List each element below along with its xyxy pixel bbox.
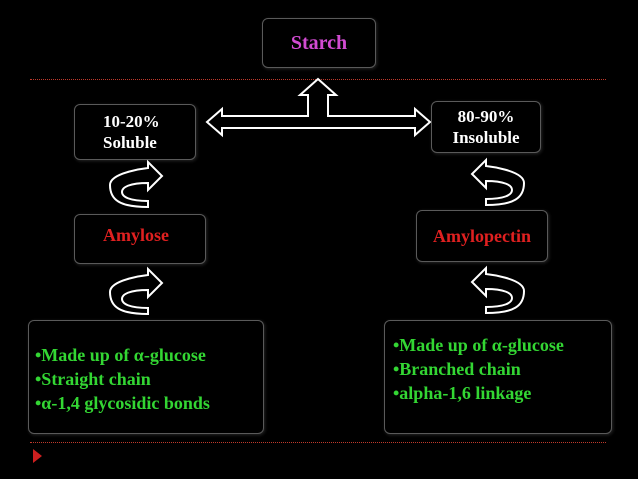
right-percent: 80-90% xyxy=(457,107,515,126)
amylose-property: •Made up of α-glucose xyxy=(35,345,206,365)
amylopectin-property: •Made up of α-glucose xyxy=(393,335,564,355)
amylose-label: Amylose xyxy=(103,225,169,245)
left-solubility: Soluble xyxy=(103,133,157,152)
curved-arrow-icon xyxy=(108,266,164,316)
starch-box: Starch xyxy=(262,18,376,68)
starch-label: Starch xyxy=(290,31,348,54)
curved-arrow-icon xyxy=(470,265,526,315)
amylopectin-properties-box: •Made up of α-glucose •Branched chain •a… xyxy=(384,320,612,434)
amylose-box: Amylose xyxy=(74,214,206,264)
amylopectin-property: •Branched chain xyxy=(393,359,521,379)
right-percent-box: 80-90% Insoluble xyxy=(431,101,541,153)
triangle-bullet-icon xyxy=(33,449,42,463)
amylopectin-box: Amylopectin xyxy=(416,210,548,262)
left-percent-box: 10-20% Soluble xyxy=(74,104,196,160)
bottom-divider xyxy=(30,442,606,443)
amylose-properties-box: •Made up of α-glucose •Straight chain •α… xyxy=(28,320,264,434)
amylopectin-label: Amylopectin xyxy=(433,225,531,246)
amylose-property: •Straight chain xyxy=(35,369,151,389)
double-arrow-icon xyxy=(205,77,432,138)
left-percent: 10-20% xyxy=(103,112,160,131)
right-solubility: Insoluble xyxy=(452,128,520,147)
amylose-property: •α-1,4 glycosidic bonds xyxy=(35,393,210,413)
curved-arrow-icon xyxy=(470,157,526,207)
amylopectin-property: •alpha-1,6 linkage xyxy=(393,383,532,403)
curved-arrow-icon xyxy=(108,159,164,209)
